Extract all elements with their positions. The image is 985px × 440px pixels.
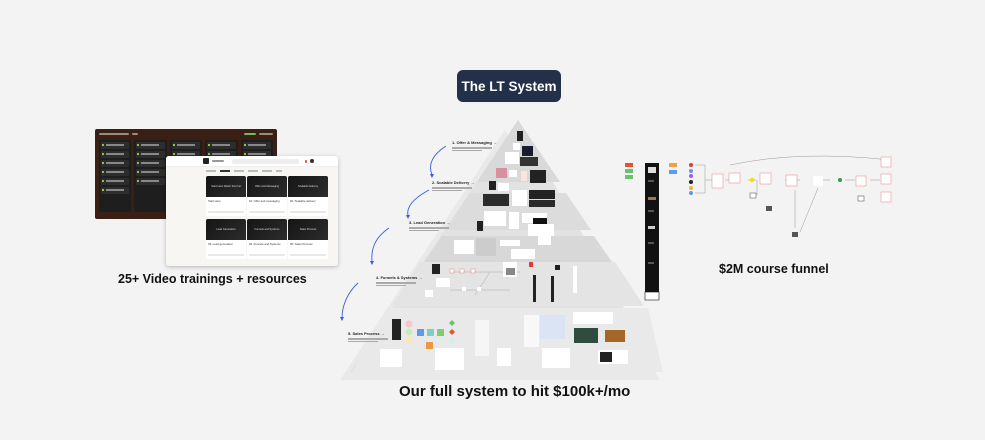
funnel-nodes xyxy=(689,156,892,237)
course-title: 04: Funnels and Systems xyxy=(249,242,281,246)
course-thumb: Scalable Delivery xyxy=(288,176,328,197)
funnel-connectors xyxy=(695,155,891,233)
arrowheads xyxy=(340,174,434,321)
course-thumb: Offer and Messaging xyxy=(247,176,287,197)
curved-arrow xyxy=(430,145,447,176)
notification-dot xyxy=(304,159,308,163)
portal-logo xyxy=(203,158,209,164)
arrowhead-icon xyxy=(340,317,344,321)
level-1-offer-messaging: 1. Offer & Messaging → xyxy=(452,140,497,151)
course-title: Start Here xyxy=(208,199,221,203)
board-list xyxy=(99,140,132,212)
level-label: 5. Sales Process → xyxy=(348,331,385,336)
pyramid-artboards xyxy=(454,131,555,259)
course-title: 05: Sales Process xyxy=(290,242,313,246)
funnel-flow-nodes xyxy=(425,262,577,302)
level-4-funnels-systems: 4. Funnels & Systems → xyxy=(376,275,422,286)
course-card: Funnels and Systems 04: Funnels and Syste… xyxy=(247,219,287,259)
level-arrows xyxy=(341,145,447,319)
course-card: Sales Process 05: Sales Process xyxy=(288,219,328,259)
strip-items xyxy=(648,167,656,264)
arrowhead-icon xyxy=(406,215,410,219)
board-header xyxy=(95,129,277,138)
portal-tabs xyxy=(166,167,338,175)
course-thumb: Funnels and Systems xyxy=(247,219,287,240)
system-title-badge: The LT System xyxy=(457,70,561,102)
curved-arrow xyxy=(407,189,430,217)
level-label: 1. Offer & Messaging → xyxy=(452,140,497,145)
course-funnel-caption: $2M course funnel xyxy=(719,262,829,276)
level-3-lead-generation: 3. Lead Generation → xyxy=(409,220,450,231)
level-label: 2. Scalable Delivery → xyxy=(432,180,475,185)
level-2-scalable-delivery: 2. Scalable Delivery → xyxy=(432,180,474,191)
course-title: 02: Scalable delivery xyxy=(290,199,316,203)
funnel-entry-nodes xyxy=(625,163,677,179)
pyramid-band-1 xyxy=(477,120,560,182)
curved-arrow xyxy=(341,282,359,319)
pyramid-band-4 xyxy=(392,262,644,306)
portal-header xyxy=(166,156,338,167)
course-thumb: Start Here Watch this first xyxy=(206,176,246,197)
vertical-funnel-strip xyxy=(645,163,659,300)
level-5-sales-process: 5. Sales Process → xyxy=(348,331,388,342)
full-system-caption: Our full system to hit $100k+/mo xyxy=(399,383,631,400)
curved-arrow xyxy=(371,227,390,263)
arrowhead-icon xyxy=(430,174,434,178)
avatar xyxy=(310,159,315,163)
course-title: 01: Offer and messaging xyxy=(249,199,280,203)
sales-process-artboards xyxy=(380,312,628,370)
level-label: 4. Funnels & Systems → xyxy=(376,275,423,280)
course-card: Lead Generation 03: Lead generation xyxy=(206,219,246,259)
video-trainings-caption: 25+ Video trainings + resources xyxy=(118,272,307,286)
portal-search xyxy=(232,158,299,164)
course-thumb: Sales Process xyxy=(288,219,328,240)
course-card: Offer and Messaging 01: Offer and messagi… xyxy=(247,176,287,216)
level-label: 3. Lead Generation → xyxy=(409,220,451,225)
board-list xyxy=(134,140,167,212)
course-title: 03: Lead generation xyxy=(208,242,233,246)
arrowhead-icon xyxy=(370,261,374,265)
course-card: Scalable Delivery 02: Scalable delivery xyxy=(288,176,328,216)
course-thumb: Lead Generation xyxy=(206,219,246,240)
